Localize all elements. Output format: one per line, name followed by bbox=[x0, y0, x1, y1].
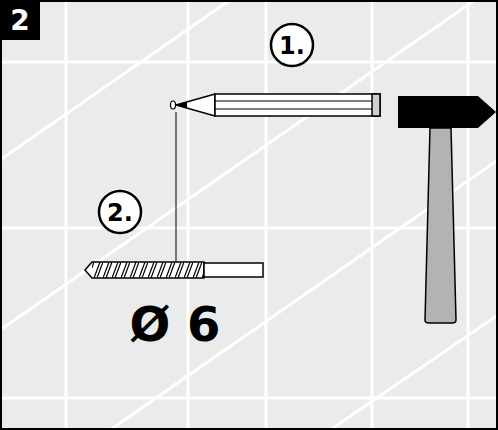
callout-number: 2. bbox=[107, 201, 133, 225]
dimension-label: Ø 6 bbox=[130, 300, 221, 348]
drill-mark bbox=[171, 101, 176, 109]
callout-circle bbox=[99, 191, 141, 233]
leader-line bbox=[176, 112, 177, 262]
step-box bbox=[0, 0, 40, 40]
callout-number: 1. bbox=[279, 34, 305, 58]
drill-bit bbox=[85, 262, 263, 278]
pencil bbox=[176, 94, 380, 116]
callout-circle bbox=[271, 24, 313, 66]
hammer bbox=[398, 96, 496, 323]
step-number: 2 bbox=[10, 7, 29, 35]
